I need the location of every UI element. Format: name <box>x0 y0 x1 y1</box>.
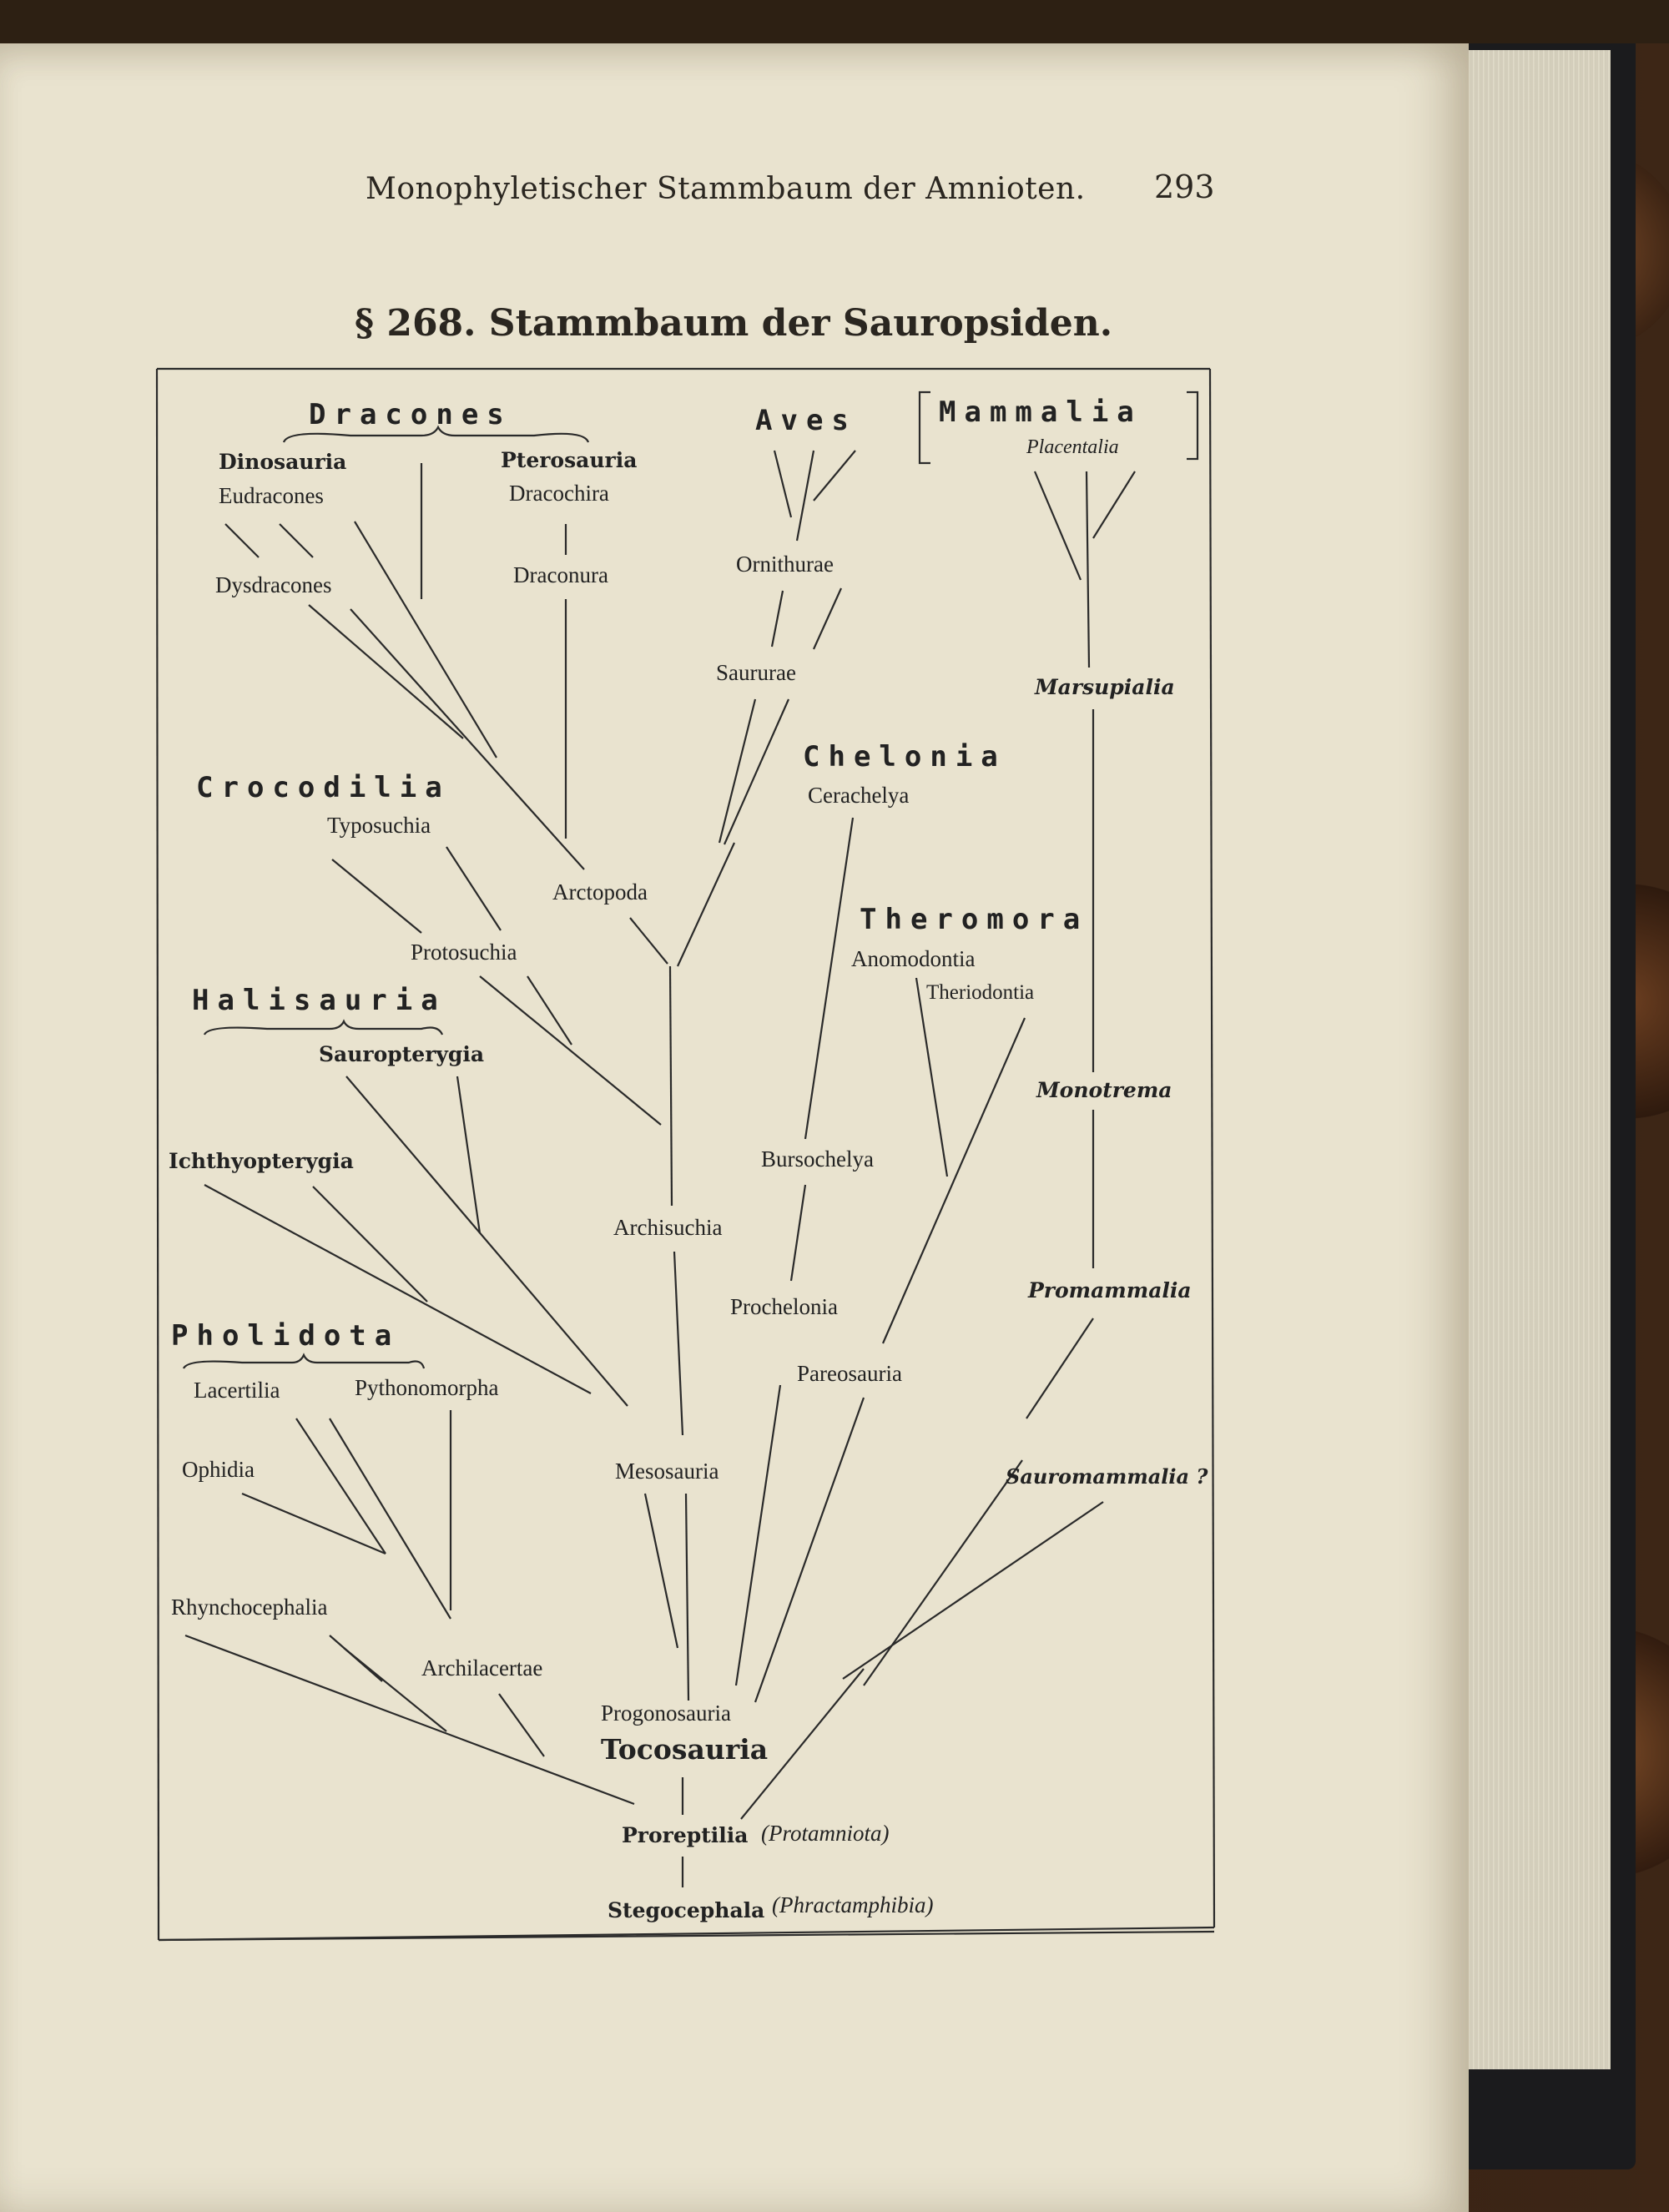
taxon-mesosauria: Mesosauria <box>615 1459 719 1484</box>
taxon-ornithurae: Ornithurae <box>736 552 834 577</box>
taxon-cerachelya: Cerachelya <box>808 783 909 808</box>
taxon-anomodontia: Anomodontia <box>851 946 976 971</box>
taxon-monotrema: Monotrema <box>1036 1078 1172 1102</box>
group-aves: Aves <box>755 404 857 437</box>
tree-branches <box>184 450 1136 1887</box>
taxon-archisuchia: Archisuchia <box>613 1215 722 1240</box>
taxon-promammalia: Promammalia <box>1027 1278 1192 1303</box>
taxon-ophidia: Ophidia <box>182 1457 255 1482</box>
taxon-sauromammalia: Sauromammalia ? <box>1006 1464 1208 1489</box>
taxon-pythonomorpha: Pythonomorpha <box>355 1375 499 1400</box>
group-crocodilia: Crocodilia <box>196 771 451 804</box>
taxon-draconura: Draconura <box>513 562 608 587</box>
taxon-eudracones: Eudracones <box>219 483 324 508</box>
taxon-typosuchia: Typosuchia <box>327 813 431 838</box>
taxon-placentalia: Placentalia <box>1026 436 1119 458</box>
taxon-protamniota: (Protamniota) <box>761 1821 889 1846</box>
taxon-archilacertae: Archilacertae <box>421 1655 542 1680</box>
book-page <box>0 42 1469 2212</box>
diagram-frame <box>155 367 1216 1942</box>
taxon-dracochira: Dracochira <box>509 481 609 506</box>
taxon-pareosauria: Pareosauria <box>797 1361 902 1386</box>
top-strip <box>0 0 1669 43</box>
taxon-tocosauria: Tocosauria <box>601 1733 768 1766</box>
braces <box>182 391 1199 1369</box>
taxon-dysdracones: Dysdracones <box>215 572 331 597</box>
taxon-arctopoda: Arctopoda <box>552 879 648 904</box>
taxon-marsupialia: Marsupialia <box>1034 675 1175 699</box>
group-theromora: Theromora <box>860 903 1088 936</box>
taxon-stegocephala: Stegocephala <box>608 1898 764 1922</box>
taxon-rhynchocephalia: Rhynchocephalia <box>171 1595 327 1620</box>
taxon-proreptilia: Proreptilia <box>622 1823 748 1847</box>
group-dracones: Dracones <box>309 398 512 431</box>
taxon-bursochelya: Bursochelya <box>761 1146 874 1172</box>
group-halisauria: Halisauria <box>192 984 446 1017</box>
group-mammalia: Mammalia <box>939 396 1142 429</box>
taxon-dinosauria: Dinosauria <box>219 450 346 474</box>
taxon-saururae: Saururae <box>716 660 796 685</box>
taxon-phractamphibia: (Phractamphibia) <box>772 1892 933 1917</box>
running-head: Monophyletischer Stammbaum der Amnioten. <box>366 172 1086 206</box>
taxon-prochelonia: Prochelonia <box>730 1294 838 1319</box>
page-number: 293 <box>1154 169 1215 205</box>
group-chelonia: Chelonia <box>803 740 1006 773</box>
taxon-ichthyopterygia: Ichthyopterygia <box>169 1149 354 1173</box>
taxon-protosuchia: Protosuchia <box>411 940 517 965</box>
taxon-progonosauria: Progonosauria <box>601 1701 731 1726</box>
taxon-sauropterygia: Sauropterygia <box>319 1042 484 1066</box>
group-pholidota: Pholidota <box>171 1319 400 1353</box>
taxon-theriodontia: Theriodontia <box>926 981 1034 1004</box>
section-title: § 268. Stammbaum der Sauropsiden. <box>355 302 1113 345</box>
taxon-lacertilia: Lacertilia <box>194 1378 280 1403</box>
taxon-pterosauria: Pterosauria <box>501 448 637 472</box>
